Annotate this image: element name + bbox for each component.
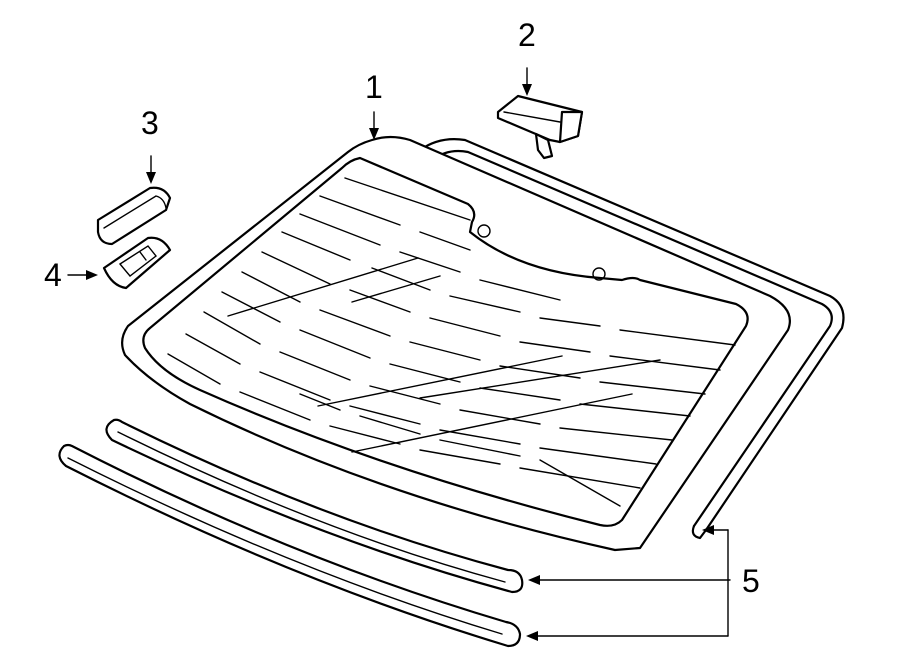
callout-2: 2 xyxy=(518,17,536,53)
callout-1: 1 xyxy=(365,69,383,105)
windshield-glass xyxy=(121,135,791,552)
lower-molding-outer xyxy=(58,443,522,648)
callout-3: 3 xyxy=(141,105,159,141)
leader-4 xyxy=(67,270,98,280)
leader-5 xyxy=(526,525,731,641)
callout-5: 5 xyxy=(742,563,760,599)
leader-1 xyxy=(369,111,379,140)
leader-2 xyxy=(522,67,532,96)
sensor-clip-part xyxy=(102,236,172,290)
sensor-bracket-part xyxy=(96,186,172,246)
mirror-bracket-part xyxy=(496,94,584,160)
callout-4: 4 xyxy=(44,257,62,293)
leader-3 xyxy=(146,155,156,184)
lower-molding-inner xyxy=(105,418,524,594)
